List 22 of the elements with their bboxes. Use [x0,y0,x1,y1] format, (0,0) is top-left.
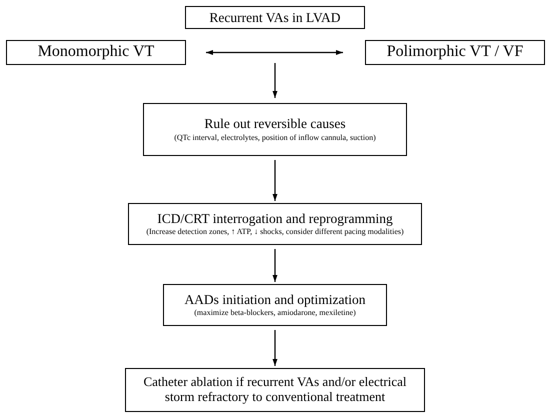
process-box [143,103,407,156]
arrow [272,160,278,201]
box-title: Rule out reversible causes [204,116,346,132]
box-title: Catheter ablation if recurrent VAs and/or electrical storm refractory to conventional treatment [142,375,408,405]
box-title: ICD/CRT interrogation and reprogramming [157,210,393,226]
box-title: Monomorphic VT [38,43,154,62]
box-note: (Increase detection zones, ↑ ATP, ↓ shocks, consider different pacing modalities) [146,227,404,238]
arrow [272,63,278,98]
process-box [125,368,425,412]
box-title: Polimorphic VT / VF [386,43,524,62]
box-note: (maximize beta-blockers, amiodarone, mexiletine) [194,308,356,318]
process-box [163,284,387,326]
arrow [272,249,278,282]
process-box [185,6,365,29]
box-title: Recurrent VAs in LVAD [209,10,341,26]
process-box [365,40,545,65]
process-box [6,40,186,65]
arrow [272,330,278,366]
process-box [128,203,422,245]
box-note: (QTc interval, electrolytes, position of inflow cannula, suction) [174,132,376,143]
box-title: AADs initiation and optimization [184,292,366,308]
arrow [206,50,343,56]
